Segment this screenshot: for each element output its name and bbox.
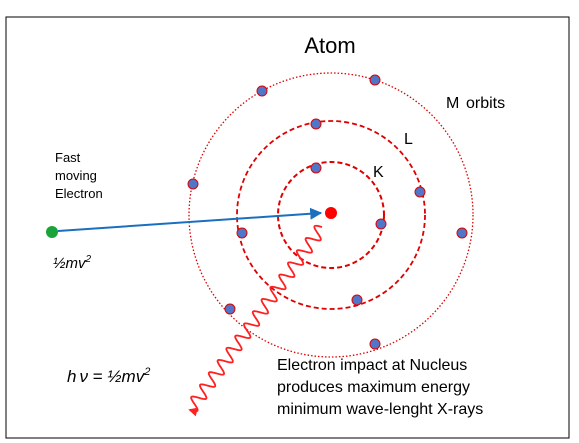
electron-k-2	[375, 218, 387, 230]
electron-m-4	[456, 227, 468, 239]
incoming-electron-line-3: Electron	[55, 186, 103, 201]
orbit-l	[236, 120, 426, 310]
electron-l-2	[414, 186, 426, 198]
incoming-electron-line-1: Fast	[55, 150, 81, 165]
orbit-m	[188, 72, 474, 358]
orbital-electrons	[187, 74, 468, 350]
incoming-electron-line-2: moving	[55, 168, 97, 183]
eq-exp: 2	[143, 366, 150, 378]
electron-l-1	[310, 118, 322, 130]
eq-coeff: ½	[107, 367, 121, 386]
electron-m-1	[256, 85, 268, 97]
electron-m-2	[369, 74, 381, 86]
ke-exp: 2	[85, 254, 92, 265]
frame	[5, 16, 570, 439]
ke-mv: mv	[66, 255, 87, 272]
eq-nu: ν	[79, 367, 88, 386]
free-electron	[46, 226, 58, 238]
orbit-label-l: L	[404, 131, 413, 148]
kinetic-energy-label: ½mv2	[53, 254, 92, 272]
electron-m-5	[224, 303, 236, 315]
orbit-k	[277, 161, 385, 269]
impact-caption-line-1: Electron impact at Nucleus	[277, 357, 467, 374]
ke-coeff: ½	[53, 255, 66, 272]
electron-m-6	[369, 338, 381, 350]
orbit-label-orbits: orbits	[466, 95, 505, 112]
electron-l-3	[236, 227, 248, 239]
eq-h: h	[67, 367, 76, 386]
eq-mv: mv	[122, 367, 146, 386]
diagram-title: Atom	[304, 33, 355, 58]
orbit-label-m: M	[446, 95, 459, 112]
electron-k-1	[310, 162, 322, 174]
electron-path-arrow	[57, 207, 323, 232]
electron-m-3	[187, 178, 199, 190]
xray-wave	[188, 224, 323, 417]
electron-l-4	[351, 294, 363, 306]
impact-caption-line-3: minimum wave-lenght X-rays	[277, 401, 483, 418]
orbit-label-k: K	[373, 164, 384, 181]
impact-caption-line-2: produces maximum energy	[277, 379, 470, 396]
nucleus	[325, 207, 337, 219]
eq-equals: =	[88, 367, 107, 386]
